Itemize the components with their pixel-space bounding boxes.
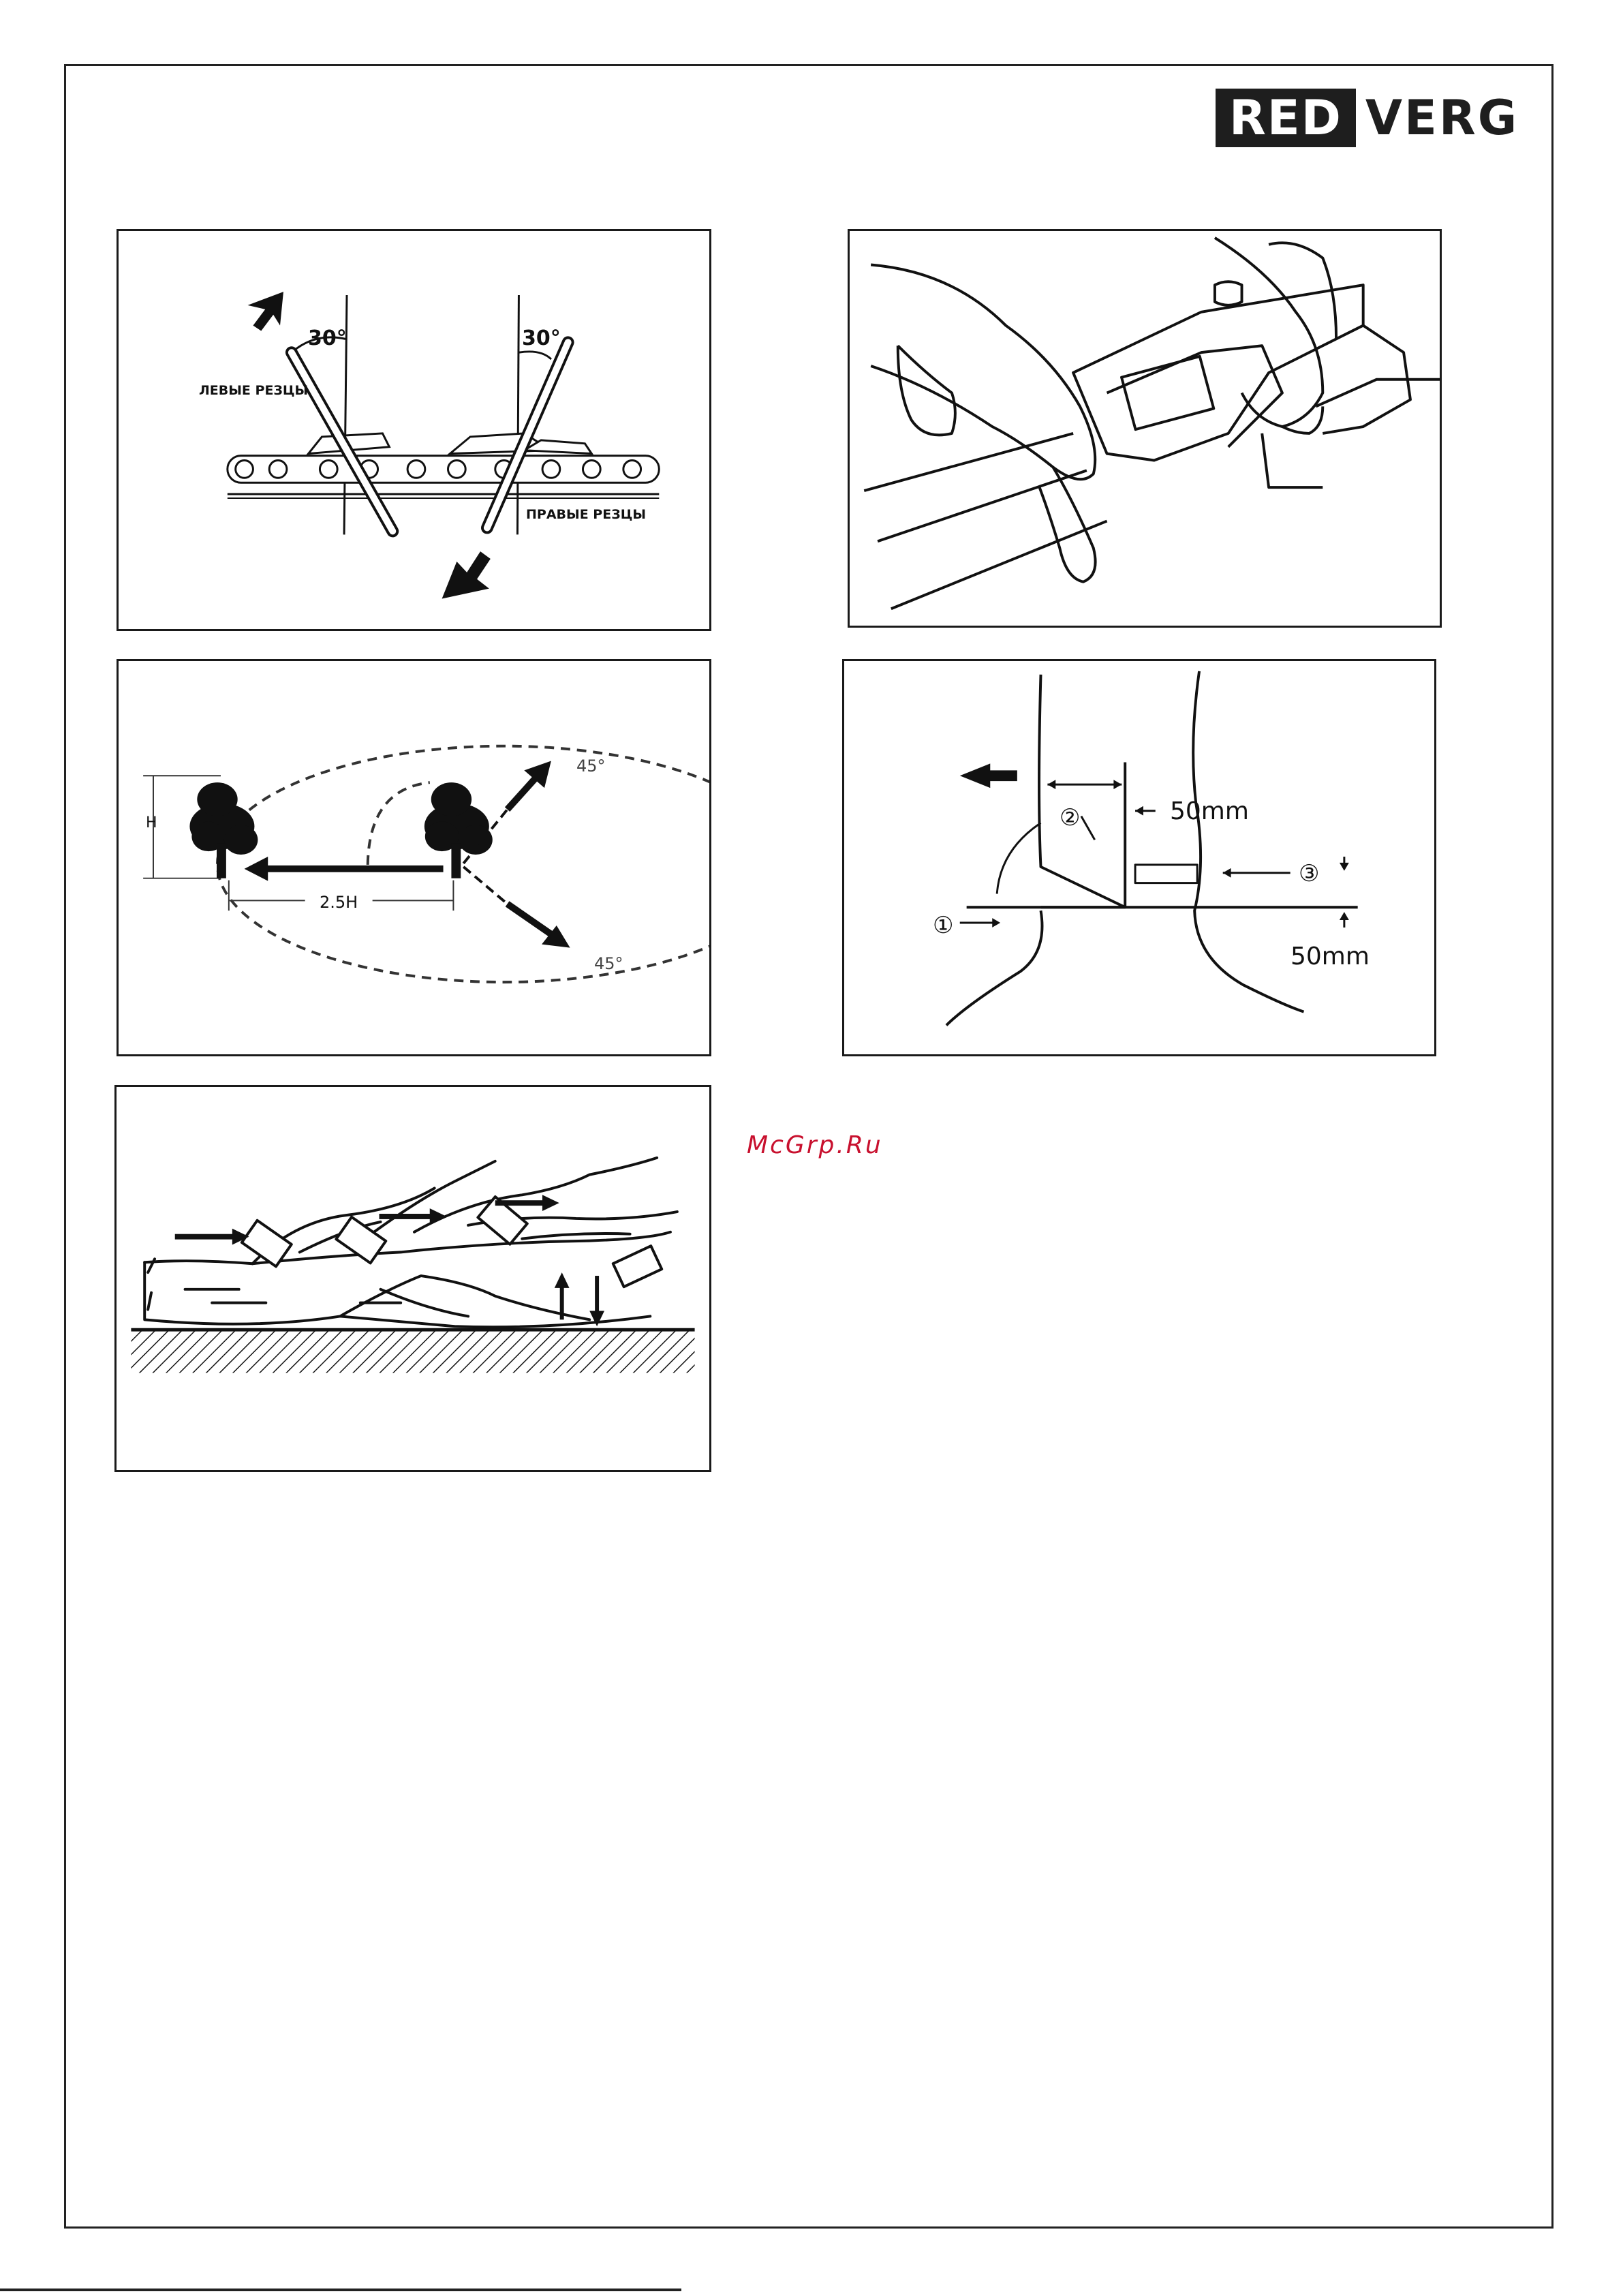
angle-label-right: 30°: [522, 326, 561, 350]
label-right-cutters: ПРАВЫЕ РЕЗЦЫ: [526, 507, 646, 522]
distance-label: 2.5H: [320, 893, 358, 912]
label-left-cutters: ЛЕВЫЕ РЕЗЦЫ: [199, 383, 308, 398]
angle-label-left: 30°: [308, 326, 347, 350]
notch-dimension-bottom: 50mm: [1290, 943, 1370, 970]
bottom-rule: [0, 2289, 681, 2291]
brand-logo-verg: VERG: [1356, 89, 1519, 147]
notch-marker-2: ②: [1060, 804, 1080, 831]
notch-marker-1: ①: [933, 912, 953, 939]
angle-bottom-label: 45°: [594, 954, 623, 973]
notch-dimension-top: 50mm: [1170, 797, 1249, 825]
brand-logo: RED VERG: [1216, 89, 1519, 147]
saw-handling-illustration: [850, 231, 1440, 626]
angle-top-label: 45°: [576, 756, 606, 776]
figure-cutting-logs: [114, 1085, 711, 1472]
figure-chain-sharpening: 30° 30° ЛЕВЫЕ РЕЗЦЫ ПРАВЫЕ РЕЗЦЫ: [117, 229, 711, 631]
figure-felling-notch: ① ② ③ 50mm 50mm: [842, 659, 1436, 1056]
cutting-logs-illustration: [117, 1087, 709, 1470]
height-label: H: [146, 814, 157, 831]
figure-saw-handling: [848, 229, 1442, 628]
watermark-text: McGrp.Ru: [747, 1131, 883, 1159]
figure-felling-zone: H 2.5H 45° 45°: [117, 659, 711, 1056]
notch-marker-3: ③: [1299, 860, 1319, 887]
chain-sharpening-illustration: [119, 231, 709, 629]
brand-logo-red: RED: [1216, 89, 1356, 147]
felling-notch-diagram: [844, 661, 1434, 1054]
felling-zone-diagram: [119, 661, 709, 1054]
